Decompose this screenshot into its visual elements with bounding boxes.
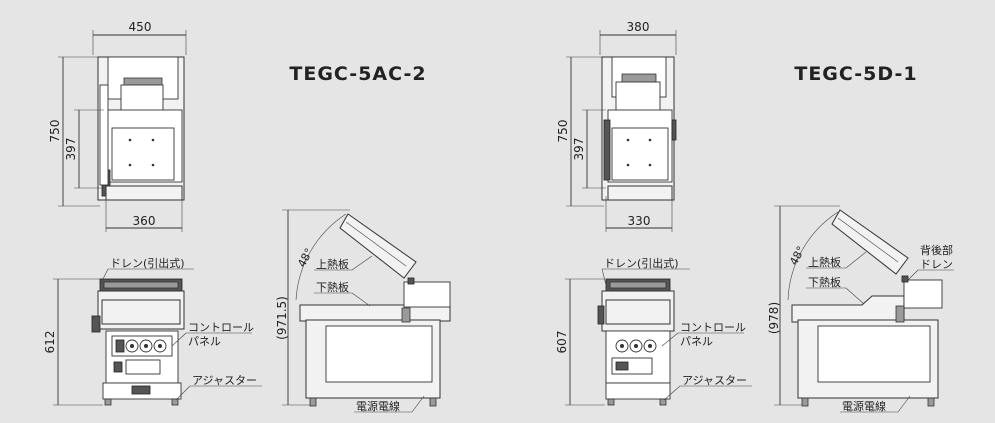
left-top-inner-depth: 397 bbox=[64, 138, 78, 161]
left-lower-plate: 下熱板 bbox=[316, 280, 349, 294]
right-control-label-1: コントロール bbox=[680, 321, 746, 334]
right-upper-plate: 上熱板 bbox=[808, 255, 841, 269]
left-power-cord: 電源電線 bbox=[356, 399, 400, 413]
right-top-inner-depth: 397 bbox=[572, 138, 586, 161]
right-top-width: 380 bbox=[627, 20, 650, 34]
right-front-height: 607 bbox=[555, 331, 569, 354]
right-model-title: TEGC-5D-1 bbox=[794, 63, 917, 85]
right-top-view: 380 750 397 330 bbox=[556, 20, 677, 232]
right-front-view: 607 ドレン(引出式) コントロール パネル アジャスター bbox=[555, 256, 752, 406]
right-side-height: (978) bbox=[767, 302, 781, 334]
left-adjuster-label: アジャスター bbox=[192, 374, 257, 387]
left-top-view: 450 750 397 360 bbox=[48, 20, 187, 232]
left-control-label-2: パネル bbox=[188, 335, 221, 348]
right-power-cord: 電源電線 bbox=[842, 399, 886, 413]
right-top-inner-width: 330 bbox=[628, 214, 651, 228]
left-side-angle: 48° bbox=[295, 246, 316, 269]
left-top-inner-width: 360 bbox=[133, 214, 156, 228]
right-adjuster-label: アジャスター bbox=[682, 374, 747, 387]
left-side-view: (971.5) 48° 上熱板 下熱板 電源電線 bbox=[275, 209, 451, 413]
left-front-view: 612 ドレン(引出式) コントロール パネル アジャスター bbox=[43, 256, 262, 406]
left-upper-plate: 上熱板 bbox=[316, 257, 349, 271]
left-drain-label: ドレン(引出式) bbox=[110, 256, 185, 270]
left-top-depth: 750 bbox=[48, 120, 62, 143]
right-lower-plate: 下熱板 bbox=[808, 275, 841, 289]
right-side-view: (978) 48° 上熱板 下熱板 背後部 ドレン 電源電線 bbox=[767, 205, 954, 413]
right-rear-drain-2: ドレン bbox=[920, 258, 953, 271]
right-control-label-2: パネル bbox=[680, 335, 713, 348]
right-rear-drain-1: 背後部 bbox=[920, 243, 953, 257]
right-drain-label: ドレン(引出式) bbox=[604, 256, 679, 270]
left-top-width: 450 bbox=[129, 20, 152, 34]
left-model-title: TEGC-5AC-2 bbox=[289, 63, 426, 85]
left-side-height: (971.5) bbox=[275, 296, 289, 340]
right-side-angle: 48° bbox=[787, 244, 808, 267]
right-top-depth: 750 bbox=[556, 120, 570, 143]
left-front-height: 612 bbox=[43, 331, 57, 354]
left-control-label-1: コントロール bbox=[188, 321, 254, 334]
